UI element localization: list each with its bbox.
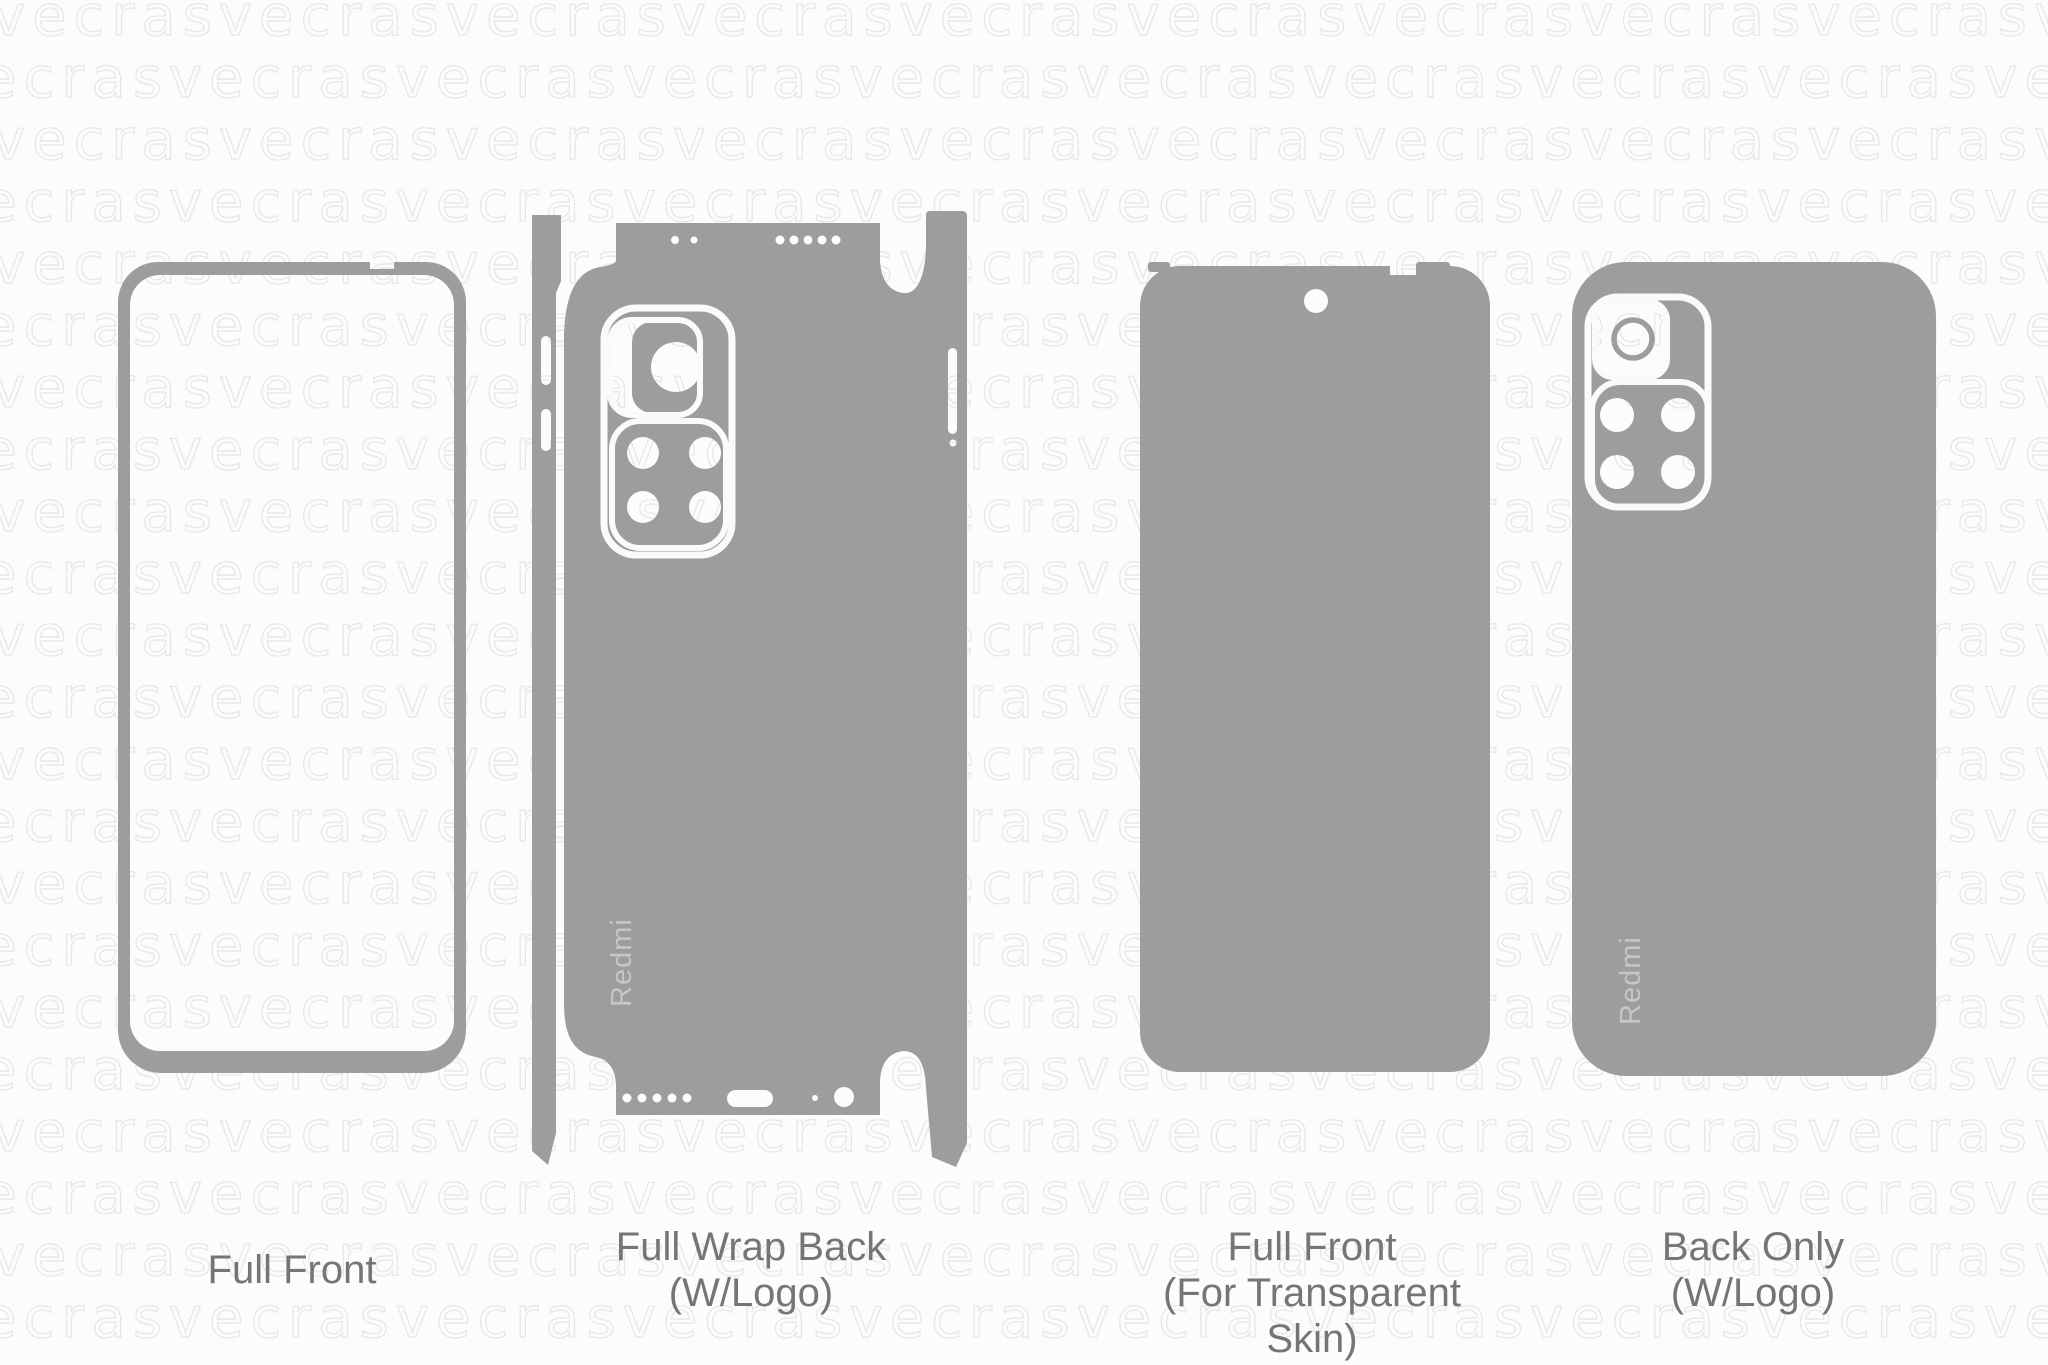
watermark-row: vecrasvecrasvecrasvecrasvecrasvecrasvecr… [0, 45, 2048, 111]
label-back-only: Back Only (W/Logo) [1553, 1224, 1953, 1316]
label-line: (W/Logo) [1670, 1271, 1836, 1315]
camera-bottom-cell-outline [1589, 379, 1711, 510]
label-full-front: Full Front [92, 1247, 492, 1293]
side-wrap-strip-left [532, 215, 561, 1165]
label-line: (W/Logo) [668, 1271, 834, 1315]
camera-top-cell-outline [1592, 299, 1670, 380]
template-back-only: Redmi [1572, 262, 1936, 1076]
watermark-row: vecrasvecrasvecrasvecrasvecrasvecrasvecr… [0, 169, 2048, 235]
label-line: Full Front [207, 1248, 377, 1292]
label-full-wrap-back: Full Wrap Back (W/Logo) [551, 1224, 951, 1316]
camera-top-cell-outline [607, 317, 703, 418]
front-solid-shape [1140, 266, 1490, 1072]
redmi-logo: Redmi [606, 918, 638, 1007]
front-outline-shape [118, 262, 466, 1073]
template-full-wrap-back: Redmi [532, 211, 967, 1167]
label-full-front-transparent: Full Front (For Transparent Skin) [1112, 1224, 1512, 1362]
template-full-front [118, 262, 466, 1073]
watermark-row: vecrasvecrasvecrasvecrasvecrasvecrasvecr… [0, 107, 2048, 173]
watermark-row: vecrasvecrasvecrasvecrasvecrasvecrasvecr… [0, 1347, 2048, 1365]
redmi-logo: Redmi [1615, 936, 1647, 1025]
camera-bottom-cell-outline [609, 418, 729, 551]
watermark-row: vecrasvecrasvecrasvecrasvecrasvecrasvecr… [0, 1285, 2048, 1351]
main-camera-lens-block [632, 322, 724, 413]
label-line: (For Transparent Skin) [1163, 1271, 1461, 1361]
label-line: Full Wrap Back [615, 1225, 887, 1269]
template-full-front-transparent [1140, 262, 1490, 1072]
watermark-row: vecrasvecrasvecrasvecrasvecrasvecrasvecr… [0, 1099, 2048, 1165]
main-lens-ring [1611, 317, 1655, 361]
label-line: Full Front [1227, 1225, 1397, 1269]
watermark-row: vecrasvecrasvecrasvecrasvecrasvecrasvecr… [0, 1223, 2048, 1289]
back-body-shape [564, 211, 967, 1167]
label-line: Back Only [1661, 1225, 1845, 1269]
back-solid-shape [1572, 262, 1936, 1076]
camera-island-outline [600, 304, 736, 559]
watermark-row: vecrasvecrasvecrasvecrasvecrasvecrasvecr… [0, 1161, 2048, 1227]
watermark-row: vecrasvecrasvecrasvecrasvecrasvecrasvecr… [0, 0, 2048, 50]
